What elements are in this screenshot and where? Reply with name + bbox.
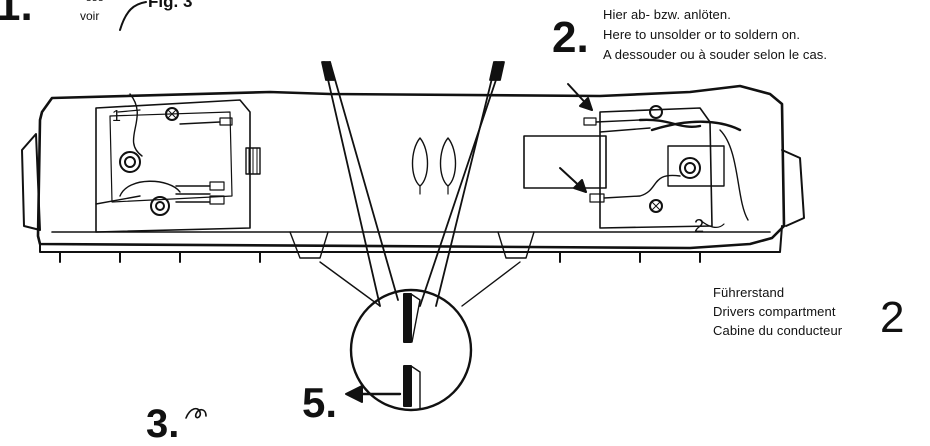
cab-left-callout: 1 bbox=[112, 108, 121, 125]
cab-number: 2 bbox=[880, 293, 905, 342]
magnifier-callout bbox=[319, 261, 521, 412]
locomotive-body bbox=[21, 84, 805, 263]
step2-number: 2. bbox=[552, 13, 589, 62]
locomotive-diagram bbox=[21, 1, 805, 419]
step2-caption-fr: A dessouder ou à souder selon le cas. bbox=[603, 47, 828, 62]
solder-arrows bbox=[559, 83, 593, 193]
step1-number: 1. bbox=[0, 0, 33, 30]
step3-number: 3. bbox=[146, 402, 180, 446]
step2-caption-de: Hier ab- bzw. anlöten. bbox=[603, 7, 731, 22]
cab-caption-fr: Cabine du conducteur bbox=[713, 323, 843, 338]
cab-right-callout: 2 bbox=[694, 216, 705, 236]
step1-see: see bbox=[86, 0, 104, 5]
step2-caption-en: Here to unsolder or to soldern on. bbox=[603, 27, 801, 42]
step5-number: 5. bbox=[302, 379, 338, 426]
step1-voir: voir bbox=[80, 9, 100, 23]
step3-squiggle bbox=[185, 407, 207, 419]
step2-caption: Hier ab- bzw. anlöten. Here to unsolder … bbox=[603, 5, 827, 65]
cab-caption-de: Führerstand bbox=[713, 285, 785, 300]
tweezers-tool bbox=[321, 61, 505, 307]
cab-caption-en: Drivers compartment bbox=[713, 304, 836, 319]
step1-fig-ref: Fig. 3 bbox=[148, 0, 193, 11]
cab-caption: Führerstand Drivers compartment Cabine d… bbox=[713, 283, 842, 340]
step1-brace bbox=[119, 1, 147, 31]
